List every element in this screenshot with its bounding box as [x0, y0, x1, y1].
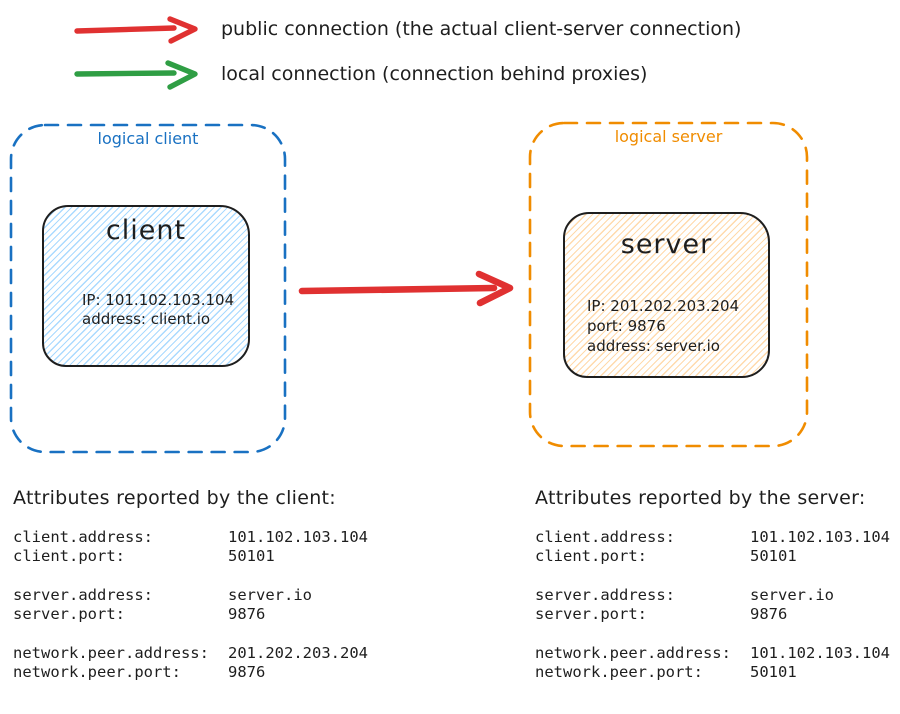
logical-server-boundary: [528, 121, 809, 448]
attr-value: server.io: [228, 586, 312, 604]
attr-key: server.port:: [535, 605, 647, 623]
server-address-line: address: server.io: [587, 337, 720, 355]
server-attributes-title: Attributes reported by the server:: [535, 487, 866, 509]
attr-key: network.peer.address:: [535, 644, 731, 662]
attr-value: 50101: [750, 547, 797, 565]
server-port-line: port: 9876: [587, 317, 666, 335]
server-node: server IP: 201.202.203.204 port: 9876 ad…: [563, 212, 770, 378]
attr-row: server.port: 9876: [13, 605, 368, 624]
legend-local-connection-label: local connection (connection behind prox…: [221, 63, 648, 85]
logical-client-label: logical client: [97, 129, 199, 148]
attr-key: server.address:: [13, 586, 153, 604]
client-address-line: address: client.io: [82, 310, 211, 328]
attr-key: network.peer.port:: [535, 663, 703, 681]
attr-row: client.address: 101.102.103.104: [13, 528, 368, 547]
attr-row: client.port: 50101: [535, 547, 890, 566]
attr-value: 50101: [228, 547, 275, 565]
attr-row: network.peer.port: 9876: [13, 663, 368, 682]
client-node: client IP: 101.102.103.104 address: clie…: [42, 205, 250, 367]
attr-row: network.peer.port: 50101: [535, 663, 890, 682]
attr-value: 101.102.103.104: [750, 644, 890, 662]
client-attributes-list: client.address: 101.102.103.104 client.p…: [13, 528, 368, 702]
attr-value: 101.102.103.104: [228, 528, 368, 546]
public-connection-arrow-icon: [74, 16, 198, 44]
server-attr-group-server: server.address: server.io server.port: 9…: [535, 586, 890, 624]
attr-value: 101.102.103.104: [750, 528, 890, 546]
attr-row: client.address: 101.102.103.104: [535, 528, 890, 547]
attr-value: 9876: [228, 605, 266, 623]
attr-value: 9876: [750, 605, 788, 623]
client-ip-line: IP: 101.102.103.104: [82, 291, 235, 309]
attr-key: client.address:: [13, 528, 153, 546]
local-connection-arrow-icon: [74, 60, 198, 90]
client-attributes-title: Attributes reported by the client:: [13, 487, 337, 509]
attr-key: client.address:: [535, 528, 675, 546]
attr-key: network.peer.port:: [13, 663, 181, 681]
logical-client-boundary: [9, 123, 287, 454]
attr-row: network.peer.address: 201.202.203.204: [13, 644, 368, 663]
server-ip-line: IP: 201.202.203.204: [587, 297, 740, 315]
attr-key: server.address:: [535, 586, 675, 604]
server-node-title: server: [620, 229, 713, 260]
server-attr-group-network-peer: network.peer.address: 101.102.103.104 ne…: [535, 644, 890, 682]
server-attr-group-client: client.address: 101.102.103.104 client.p…: [535, 528, 890, 566]
client-node-details: IP: 101.102.103.104 address: client.io: [82, 291, 234, 329]
client-node-title: client: [105, 215, 187, 246]
attr-key: network.peer.address:: [13, 644, 209, 662]
attr-key: client.port:: [13, 547, 125, 565]
legend-public-connection-label: public connection (the actual client-ser…: [221, 18, 742, 40]
server-node-details: IP: 201.202.203.204 port: 9876 address: …: [587, 296, 739, 356]
attr-key: server.port:: [13, 605, 125, 623]
client-server-connection-arrow-icon: [298, 270, 514, 307]
attr-value: 9876: [228, 663, 266, 681]
attr-value: 201.202.203.204: [228, 644, 368, 662]
attr-row: server.address: server.io: [535, 586, 890, 605]
logical-server-label: logical server: [614, 127, 723, 146]
attr-key: client.port:: [535, 547, 647, 565]
server-attributes-list: client.address: 101.102.103.104 client.p…: [535, 528, 890, 702]
client-attr-group-network-peer: network.peer.address: 201.202.203.204 ne…: [13, 644, 368, 682]
attr-row: server.address: server.io: [13, 586, 368, 605]
attr-value: 50101: [750, 663, 797, 681]
attr-value: server.io: [750, 586, 834, 604]
attr-row: server.port: 9876: [535, 605, 890, 624]
attr-row: client.port: 50101: [13, 547, 368, 566]
client-attr-group-server: server.address: server.io server.port: 9…: [13, 586, 368, 624]
attr-row: network.peer.address: 101.102.103.104: [535, 644, 890, 663]
client-attr-group-client: client.address: 101.102.103.104 client.p…: [13, 528, 368, 566]
